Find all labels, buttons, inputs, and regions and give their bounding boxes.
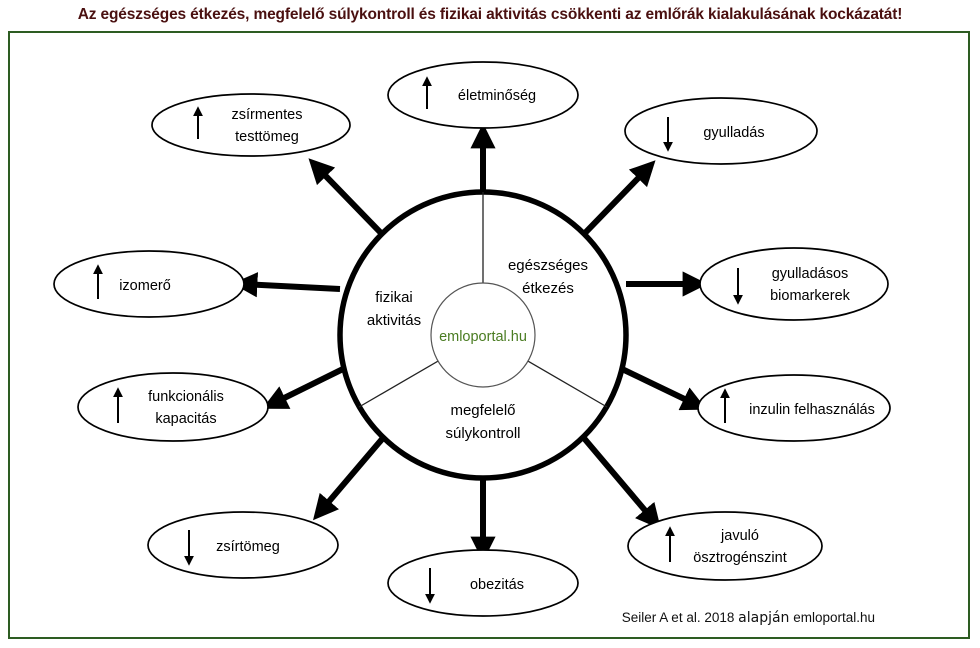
outcome-label-lean-body-mass-line2: testtömeg bbox=[235, 129, 299, 145]
outcome-label-quality-of-life: életminőség bbox=[458, 88, 536, 104]
outcome-label-inflammatory-biomarkers-line1: gyulladásos bbox=[772, 266, 849, 282]
outcome-label-inflammatory-biomarkers-line2: biomarkerek bbox=[770, 288, 851, 304]
outcome-ellipse-inflammatory-biomarkers bbox=[699, 247, 889, 321]
connector-lean-body-mass bbox=[308, 158, 384, 236]
footer-attribution: Seiler A et al. 2018 alapján emloportal.… bbox=[622, 610, 875, 626]
page-title: Az egészséges étkezés, megfelelő súlykon… bbox=[77, 6, 903, 23]
hub-segment-healthy-eating-line2: étkezés bbox=[522, 280, 574, 297]
footer-site: emloportal.hu bbox=[793, 610, 875, 625]
outcome-label-fat-mass: zsírtömeg bbox=[216, 539, 280, 555]
outcome-label-obesity: obezitás bbox=[470, 577, 524, 593]
outcome-label-muscle-strength: izomerő bbox=[119, 278, 171, 294]
footer-based-on: alapján bbox=[738, 610, 790, 626]
connector-estrogen-level bbox=[580, 435, 661, 530]
outcome-label-lean-body-mass-line1: zsírmentes bbox=[232, 107, 303, 123]
outcome-label-estrogen-level-line2: ösztrogénszint bbox=[693, 550, 787, 566]
outcome-ellipse-estrogen-level bbox=[627, 511, 823, 581]
central-hub: emloportal.hu egészséges étkezés fizikai… bbox=[337, 189, 629, 481]
outcome-node-lean-body-mass[interactable]: zsírmentes testtömeg bbox=[151, 93, 351, 157]
connector-insulin-utilization bbox=[618, 365, 707, 411]
outcome-ellipse-insulin-utilization bbox=[697, 374, 891, 442]
outcome-ellipse-functional-capacity bbox=[77, 372, 269, 442]
connector-functional-capacity bbox=[262, 365, 347, 409]
connector-group bbox=[232, 123, 708, 562]
outcome-label-inflammation: gyulladás bbox=[703, 125, 764, 141]
outcome-node-inflammation[interactable]: gyulladás bbox=[624, 97, 818, 165]
outcome-label-functional-capacity-line1: funkcionális bbox=[148, 389, 224, 405]
outcome-node-obesity[interactable]: obezitás bbox=[387, 549, 579, 617]
outcome-label-functional-capacity-line2: kapacitás bbox=[155, 411, 216, 427]
hub-inner-circle bbox=[430, 282, 536, 388]
outcome-node-functional-capacity[interactable]: funkcionális kapacitás bbox=[77, 372, 269, 442]
hub-segment-weight-control-line1: megfelelő bbox=[450, 402, 515, 419]
outcome-ellipse-lean-body-mass bbox=[151, 93, 351, 157]
hub-segment-physical-activity-line2: aktivitás bbox=[367, 312, 421, 329]
outcome-ellipse-obesity bbox=[387, 549, 579, 617]
outcome-node-inflammatory-biomarkers[interactable]: gyulladásos biomarkerek bbox=[699, 247, 889, 321]
outcome-label-insulin-utilization: inzulin felhasználás bbox=[749, 402, 875, 418]
outcome-ellipse-fat-mass bbox=[147, 511, 339, 579]
hub-segment-weight-control-line2: súlykontroll bbox=[445, 425, 520, 442]
outcome-ellipse-quality-of-life bbox=[387, 61, 579, 129]
outcome-node-muscle-strength[interactable]: izomerő bbox=[53, 250, 245, 318]
outcome-node-quality-of-life[interactable]: életminőség bbox=[387, 61, 579, 129]
footer-source: Seiler A et al. 2018 bbox=[621, 610, 735, 625]
connector-inflammation bbox=[582, 160, 656, 236]
outcome-node-insulin-utilization[interactable]: inzulin felhasználás bbox=[697, 374, 891, 442]
outcome-node-estrogen-level[interactable]: javuló ösztrogénszint bbox=[627, 511, 823, 581]
outcome-node-fat-mass[interactable]: zsírtömeg bbox=[147, 511, 339, 579]
hub-segment-physical-activity-line1: fizikai bbox=[375, 289, 413, 306]
hub-segment-healthy-eating-line1: egészséges bbox=[508, 257, 588, 274]
outcome-label-estrogen-level-line1: javuló bbox=[720, 528, 759, 544]
hub-brand-label: emloportal.hu bbox=[439, 329, 527, 345]
outcome-ellipse-inflammation bbox=[624, 97, 818, 165]
connector-muscle-strength bbox=[232, 272, 341, 298]
connector-fat-mass bbox=[312, 436, 386, 521]
